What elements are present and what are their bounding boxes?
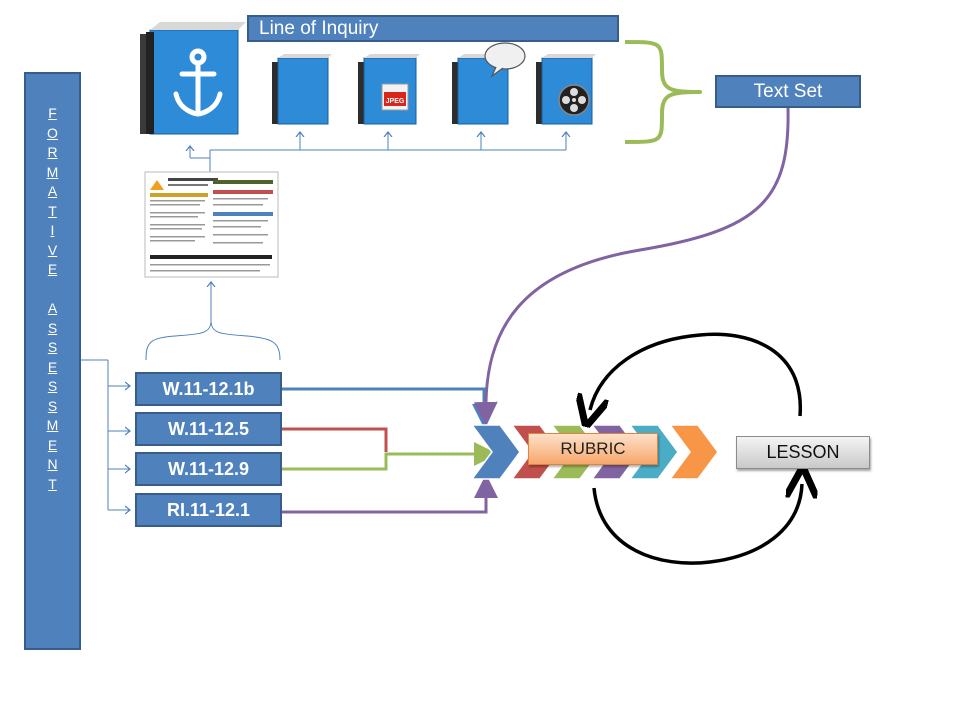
book-film [536,54,596,125]
chevron-blue [470,424,521,480]
book-jpeg: JPEG [358,54,420,125]
rubric-box: RUBRIC [528,433,658,465]
standard-label: W.11-12.9 [167,458,250,479]
fa-letter: S [47,397,58,414]
fa-letter: A [47,183,58,199]
standard-ri-11-12-1: RI.11-12.1 [135,493,282,527]
fa-letter: E [47,358,58,375]
analysis-worksheet [144,171,279,278]
film-reel-icon [558,84,590,116]
fa-letter: T [48,202,57,219]
book-blank [272,54,332,125]
worksheet-to-books-connector [190,132,566,172]
fa-letter: O [47,124,58,141]
chevron-orange [668,424,719,480]
jpeg-icon: JPEG [381,83,409,111]
w9-connector [282,442,498,471]
cycle-arrow-top [590,332,802,416]
anchor-icon [173,48,223,117]
standard-label: W.11-12.1b [162,378,255,399]
ri1-connector [282,474,498,514]
cycle-arrow-bottom [592,484,802,565]
lesson-box: LESSON [736,436,870,469]
assessment-to-standards-connector [81,359,130,510]
standard-label: RI.11-12.1 [166,499,251,520]
fa-letter: S [47,319,58,336]
text-set-bracket [624,40,702,144]
w1b-connector [282,387,496,428]
standard-w-11-12-1b: W.11-12.1b [135,372,282,406]
w5-connector [282,427,388,452]
fa-letter: N [47,456,58,472]
fa-letter: M [46,417,59,433]
fa-letter: S [47,339,58,355]
fa-letter: E [47,436,58,453]
fa-letter: R [47,144,58,160]
lesson-label: LESSON [766,442,840,462]
fa-letter: S [47,378,58,394]
fa-letter: M [46,163,59,180]
standard-label: W.11-12.5 [167,418,250,439]
line-of-inquiry-box: Line of Inquiry [247,15,619,42]
standard-w-11-12-5: W.11-12.5 [135,412,282,446]
text-set-label: Text Set [753,80,823,102]
fa-letter: V [47,241,58,258]
text-set-box: Text Set [715,75,861,108]
book-speech [452,42,526,125]
fa-letter: T [48,475,57,492]
fa-letter: I [50,222,55,238]
formative-assessment-box: F O R M A T I V E A S S E S S M E N T [24,72,81,650]
fa-letter: E [47,261,58,277]
svg-text:JPEG: JPEG [386,98,405,105]
standard-w-11-12-9: W.11-12.9 [135,452,282,486]
standards-bracket [145,321,281,361]
speech-bubble-icon [484,42,526,78]
line-of-inquiry-label: Line of Inquiry [259,17,379,39]
fa-letter: A [47,300,58,316]
book-anchor [140,22,246,135]
text-set-connector [473,107,790,426]
fa-letter: F [48,105,57,121]
rubric-label: RUBRIC [560,439,626,458]
